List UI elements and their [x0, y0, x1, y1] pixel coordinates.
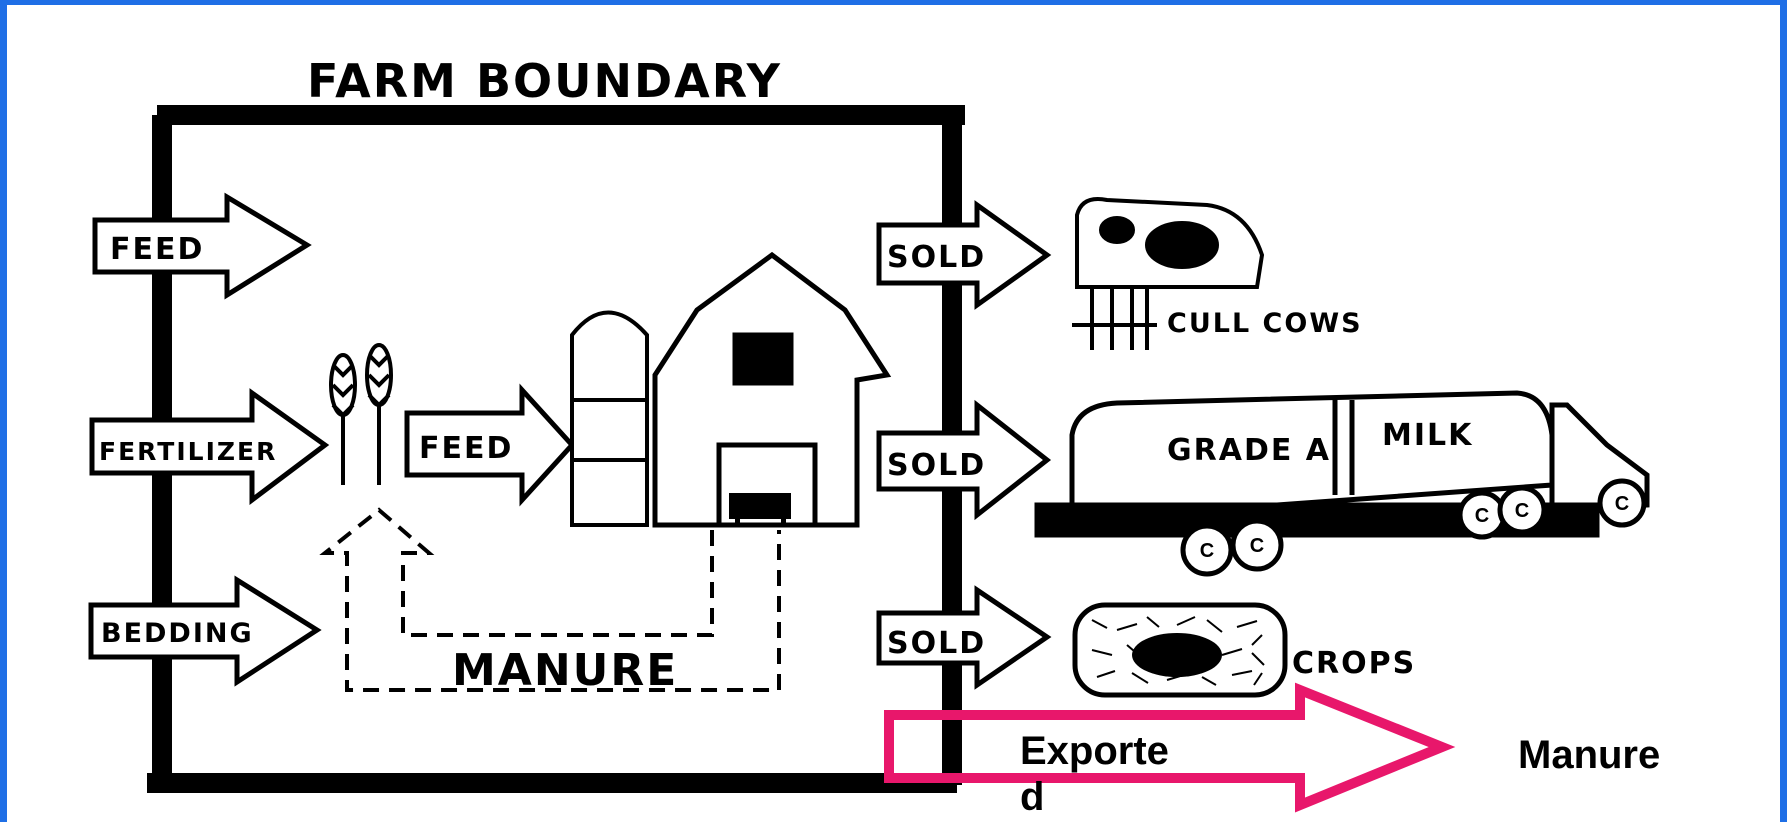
internal-label-feed: FEED — [419, 431, 513, 466]
cow-icon-small — [729, 493, 791, 527]
exported-manure-arrow — [884, 682, 1456, 813]
input-arrow-fertilizer: FERTILIZER — [89, 388, 330, 506]
svg-text:C: C — [1515, 500, 1529, 522]
milk-truck-wheel-letters: C C C C C — [1200, 493, 1629, 562]
output-arrow-crops: SOLD — [876, 585, 1052, 690]
title: FARM BOUNDARY — [307, 54, 782, 108]
output-label-sold-3: SOLD — [887, 626, 986, 661]
input-label-bedding: BEDDING — [101, 618, 254, 649]
crops-label: CROPS — [1292, 646, 1416, 681]
internal-arrow-feed: FEED — [404, 383, 576, 507]
cull-cow-icon — [1072, 197, 1265, 350]
milk-truck-label-grade: GRADE A — [1167, 433, 1331, 468]
svg-text:C: C — [1615, 493, 1629, 515]
output-label-sold-1: SOLD — [887, 240, 986, 275]
input-label-fertilizer: FERTILIZER — [99, 437, 277, 466]
hay-bale-icon — [1072, 602, 1288, 698]
svg-text:C: C — [1250, 535, 1264, 557]
svg-text:C: C — [1200, 540, 1214, 562]
svg-text:C: C — [1475, 505, 1489, 527]
wheat-icon — [329, 343, 393, 485]
manure-loop — [319, 507, 781, 692]
exported-label-line2: d — [1020, 775, 1045, 819]
output-arrow-milk: SOLD — [876, 399, 1052, 521]
cull-cows-label: CULL COWS — [1167, 308, 1363, 339]
silo-icon — [570, 310, 649, 527]
exported-label: Exporte d — [1020, 728, 1169, 820]
output-label-sold-2: SOLD — [887, 448, 986, 483]
input-arrow-bedding: BEDDING — [88, 575, 322, 687]
input-arrow-feed: FEED — [92, 192, 312, 300]
barn-icon — [652, 251, 892, 528]
output-arrow-cull-cows: SOLD — [876, 200, 1052, 310]
farm-diagram: FARM BOUNDARY FEED FERTILIZER BEDDING FE… — [88, 54, 1650, 813]
milk-truck-label-milk: MILK — [1382, 418, 1473, 453]
manure-target-label: Manure — [1518, 733, 1661, 777]
milk-truck-icon — [1034, 390, 1650, 577]
input-label-feed: FEED — [110, 232, 204, 267]
manure-label: MANURE — [452, 645, 678, 696]
exported-label-line1: Exporte — [1020, 729, 1169, 773]
